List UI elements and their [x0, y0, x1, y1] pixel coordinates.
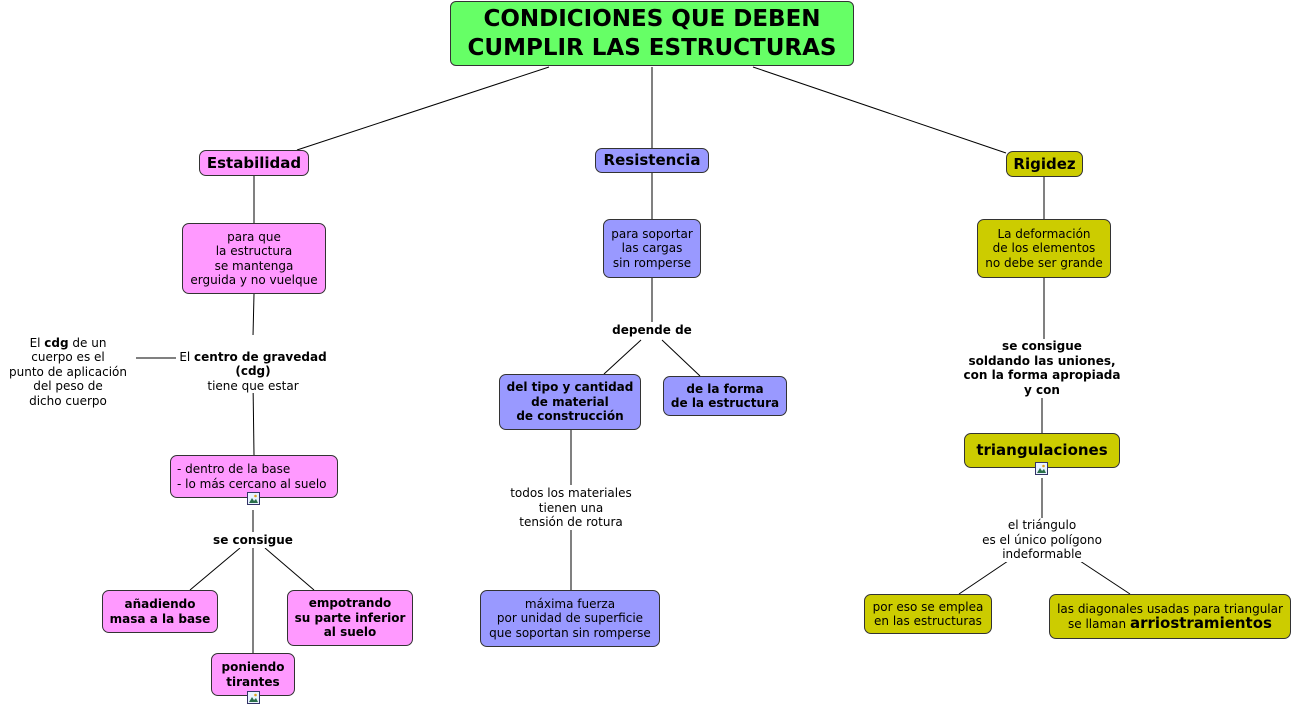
shape-text: de la forma de la estructura: [670, 381, 780, 411]
rigidez-node[interactable]: Rigidez: [1006, 151, 1083, 177]
triangle-text: el triángulo es el único polígono indefo…: [972, 518, 1112, 562]
cdg-abbrev: cdg: [44, 335, 69, 350]
rigidez-achieved-text: se consigue soldando las uniones, con la…: [954, 339, 1130, 397]
tension-text: todos los materiales tienen una tensión …: [496, 486, 646, 530]
center-of-gravity-bold: centro de gravedad (cdg): [194, 349, 327, 379]
rigidez-purpose-text: La deformación de los elementos no debe …: [985, 226, 1103, 270]
base-position-text: - dentro de la base - lo más cercano al …: [177, 462, 327, 491]
image-attachment-icon[interactable]: [1035, 462, 1048, 475]
resistencia-purpose-node[interactable]: para soportar las cargas sin romperse: [603, 219, 701, 278]
bracing-text: las diagonales usadas para triangular se…: [1057, 601, 1283, 632]
shape-node[interactable]: de la forma de la estructura: [663, 376, 787, 416]
method-mass-text: añadiendo masa a la base: [109, 597, 211, 626]
base-position-node[interactable]: - dentro de la base - lo más cercano al …: [170, 455, 338, 498]
estabilidad-se-consigue: se consigue: [203, 533, 303, 548]
use-node[interactable]: por eso se emplea en las estructuras: [864, 594, 992, 634]
method-mass-node[interactable]: añadiendo masa a la base: [102, 590, 218, 633]
estabilidad-purpose-node[interactable]: para que la estructura se mantenga ergui…: [182, 223, 326, 294]
cdg-definition-note: El cdg de un cuerpo es el punto de aplic…: [4, 321, 132, 408]
material-node[interactable]: del tipo y cantidad de material de const…: [499, 374, 641, 430]
main-title-line-1: CONDICIONES QUE DEBEN: [483, 5, 821, 32]
triangulations-text: triangulaciones: [976, 441, 1108, 460]
max-force-text: máxima fuerza por unidad de superficie q…: [489, 596, 651, 640]
rigidez-purpose-node[interactable]: La deformación de los elementos no debe …: [977, 219, 1111, 278]
material-text: del tipo y cantidad de material de const…: [506, 380, 634, 424]
estabilidad-label: Estabilidad: [206, 153, 302, 172]
main-title-line-2: CUMPLIR LAS ESTRUCTURAS: [467, 34, 837, 61]
method-ties-text: poniendo tirantes: [221, 660, 285, 689]
estabilidad-purpose-text: para que la estructura se mantenga ergui…: [190, 229, 318, 288]
image-attachment-icon[interactable]: [247, 691, 260, 704]
bracing-node[interactable]: las diagonales usadas para triangular se…: [1049, 594, 1291, 639]
bracing-term: arriostramientos: [1129, 614, 1272, 632]
method-embed-node[interactable]: empotrando su parte inferior al suelo: [287, 590, 413, 646]
method-embed-text: empotrando su parte inferior al suelo: [294, 596, 406, 640]
center-of-gravity-text: El centro de gravedad (cdg) tiene que es…: [176, 335, 330, 393]
max-force-node[interactable]: máxima fuerza por unidad de superficie q…: [480, 590, 660, 647]
use-text: por eso se emplea en las estructuras: [872, 599, 984, 629]
rigidez-label: Rigidez: [1013, 154, 1076, 173]
depends-on-text: depende de: [602, 323, 702, 338]
main-title-node[interactable]: CONDICIONES QUE DEBEN CUMPLIR LAS ESTRUC…: [450, 1, 854, 66]
resistencia-purpose-text: para soportar las cargas sin romperse: [611, 226, 693, 270]
estabilidad-node[interactable]: Estabilidad: [199, 150, 309, 176]
image-attachment-icon[interactable]: [247, 492, 260, 505]
resistencia-node[interactable]: Resistencia: [595, 148, 709, 173]
resistencia-label: Resistencia: [603, 151, 701, 170]
method-ties-node[interactable]: poniendo tirantes: [211, 653, 295, 696]
